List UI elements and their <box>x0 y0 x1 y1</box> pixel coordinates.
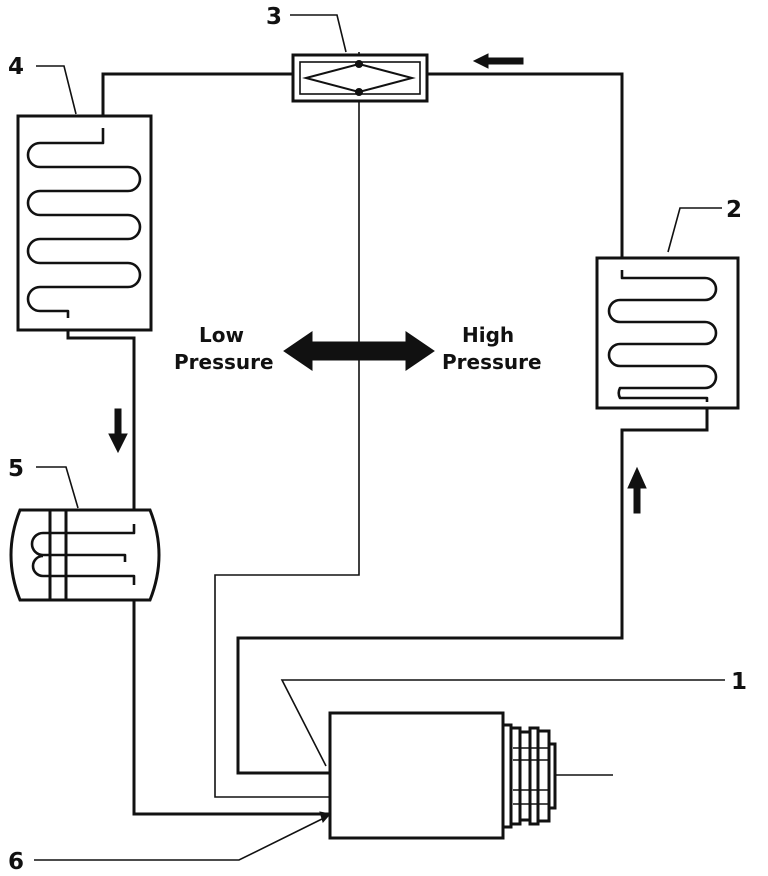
flow-arrow-left-icon <box>472 53 524 69</box>
pipe-accumulator-to-compressor <box>132 585 330 816</box>
high-pressure-label-line1: High <box>462 323 514 347</box>
callout-leader-3 <box>290 14 347 53</box>
callout-leader-2 <box>667 207 722 253</box>
callout-leader-1 <box>280 679 725 767</box>
callout-leader-6 <box>34 816 327 861</box>
callout-leader-5 <box>36 466 79 509</box>
compressor <box>328 711 557 840</box>
callout-number-4: 4 <box>8 54 24 80</box>
callout-number-5: 5 <box>8 456 24 482</box>
expansion-valve <box>291 53 429 103</box>
pressure-double-arrow-icon <box>283 331 435 371</box>
condenser <box>595 256 740 410</box>
flow-arrow-up-icon <box>627 466 647 514</box>
pipe-condenser-to-expansion <box>427 72 624 270</box>
callout-6-pointer-icon <box>319 811 331 824</box>
callout-number-2: 2 <box>726 197 742 223</box>
callout-number-1: 1 <box>731 669 747 695</box>
low-pressure-label-line2: Pressure <box>174 350 274 374</box>
pipe-compressor-to-condenser <box>236 402 709 775</box>
high-pressure-label-line2: Pressure <box>442 350 542 374</box>
callout-number-6: 6 <box>8 849 24 875</box>
callout-leader-4 <box>36 65 77 115</box>
callout-number-3: 3 <box>266 4 282 30</box>
flow-arrow-down-icon <box>108 408 128 454</box>
low-pressure-label-line1: Low <box>199 323 244 347</box>
accumulator <box>9 508 161 602</box>
pressure-divider-line <box>214 52 613 798</box>
pipe-expansion-to-evaporator <box>101 72 293 128</box>
pipe-evaporator-to-accumulator <box>66 318 136 524</box>
evaporator <box>16 114 153 332</box>
